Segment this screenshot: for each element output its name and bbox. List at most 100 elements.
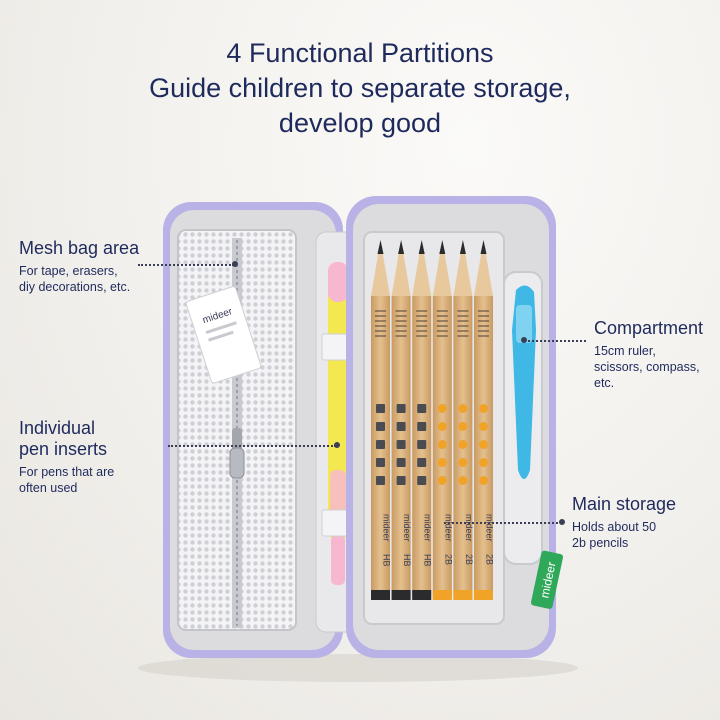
pencil-shape-mark xyxy=(417,476,427,485)
mesh-zipper-pull xyxy=(232,428,242,450)
pencil-shape-mark xyxy=(376,422,385,431)
callout-main-leader xyxy=(444,522,562,524)
pencil-barcode xyxy=(457,320,469,322)
pencil-lead xyxy=(418,240,425,254)
pencil-barcode xyxy=(436,320,448,322)
pencil-lead xyxy=(398,240,405,254)
pencil-barcode xyxy=(416,330,428,332)
pencil-brand: mideer xyxy=(402,514,412,542)
pencil-shape-mark xyxy=(376,476,385,485)
pencil-tip xyxy=(412,240,432,296)
callout-mesh-desc-2: diy decorations, etc. xyxy=(19,280,131,294)
callout-pen-dot xyxy=(334,442,340,448)
pen xyxy=(321,262,355,585)
pencil-barcode xyxy=(478,335,489,337)
pencil-brand: mideer xyxy=(382,514,392,542)
callout-compartment-leader xyxy=(524,340,586,342)
pencil-barcode xyxy=(478,310,489,312)
pencil-shape-mark xyxy=(437,458,447,467)
pencil-shape-mark xyxy=(417,458,427,467)
pencil-barcode xyxy=(375,310,386,312)
pencil-grade: 2B xyxy=(464,554,474,565)
callout-compartment: Compartment 15cm ruler, scissors, compas… xyxy=(594,318,703,391)
pencil-barcode xyxy=(457,335,469,337)
callout-main-title: Main storage xyxy=(572,494,677,514)
pencil-grade: HB xyxy=(402,554,412,567)
headline-line-1: 4 Functional Partitions xyxy=(226,38,494,68)
pencil-grade: HB xyxy=(423,554,433,567)
case-left-half: mideer xyxy=(163,202,357,658)
pencil-shape-mark xyxy=(376,458,385,467)
headline-line-3: develop good xyxy=(278,108,442,138)
pencil-end-cap xyxy=(391,590,411,600)
callout-pen-title-2: pen inserts xyxy=(19,439,108,459)
pencil-shape-mark xyxy=(479,440,488,449)
pencil-shape-mark xyxy=(458,422,468,431)
pencil-tip xyxy=(432,240,452,296)
pencil-tip xyxy=(391,240,411,296)
headline-line-2: Guide children to separate storage, xyxy=(149,73,571,103)
callout-pen-desc-1: For pens that are xyxy=(19,465,115,479)
pencil-tip xyxy=(371,240,390,296)
pencil-barcode xyxy=(375,330,386,332)
callout-compartment-dot xyxy=(521,337,527,343)
pencil-barcode xyxy=(478,320,489,322)
pencil-grade: 2B xyxy=(485,554,495,565)
pencil-barcode xyxy=(416,315,428,317)
pencil-shape-mark xyxy=(396,422,406,431)
pencil-barcode xyxy=(478,325,489,327)
callout-compartment-desc-1: 15cm ruler, xyxy=(594,344,656,358)
callout-pen-leader xyxy=(168,445,336,447)
pencil-barcode xyxy=(436,335,448,337)
pencil-shape-mark xyxy=(458,458,468,467)
pencil-brand: mideer xyxy=(423,514,433,542)
pencil-shape-mark xyxy=(458,404,468,413)
pencil-barcode xyxy=(395,335,407,337)
pencil-lead xyxy=(377,240,384,254)
pencil-barcode xyxy=(457,325,469,327)
pencil-end-cap xyxy=(474,590,493,600)
pencil-barcode xyxy=(436,330,448,332)
pencil-barcode xyxy=(375,320,386,322)
blue-tool xyxy=(512,285,536,479)
brand-tag: mideer xyxy=(530,550,564,609)
callout-pen-desc-2: often used xyxy=(19,481,78,495)
pencil-barcode xyxy=(395,325,407,327)
pencil-shape-mark xyxy=(437,440,447,449)
pencil-shape-mark xyxy=(417,440,427,449)
pencil-grade: HB xyxy=(382,554,392,567)
callout-mesh-leader xyxy=(138,264,234,266)
callout-pen-title-1: Individual xyxy=(19,418,96,438)
callout-main-desc-1: Holds about 50 xyxy=(572,520,657,534)
callout-compartment-desc-3: etc. xyxy=(594,376,615,390)
pencil-brand: mideer xyxy=(485,514,495,542)
pencil-barcode xyxy=(457,330,469,332)
pencil-shape-mark xyxy=(479,458,488,467)
pencil-shape-mark xyxy=(396,458,406,467)
pencil-shape-mark xyxy=(458,440,468,449)
pencil-barcode xyxy=(436,310,448,312)
pencil-end-cap xyxy=(371,590,390,600)
pencil: mideer 2B xyxy=(474,240,495,600)
pencil-lead xyxy=(439,240,446,254)
pencil-shape-mark xyxy=(376,404,385,413)
pencil-barcode xyxy=(375,325,386,327)
pencil-tip xyxy=(474,240,493,296)
pencil-barcode xyxy=(457,310,469,312)
callout-main-desc-2: 2b pencils xyxy=(572,536,629,550)
pencil-barcode xyxy=(478,330,489,332)
callout-mesh-desc-1: For tape, erasers, xyxy=(19,264,118,278)
pencil-end-cap xyxy=(453,590,473,600)
pencil-barcode xyxy=(375,335,386,337)
pencil-shape-mark xyxy=(396,404,406,413)
pencil-barcode xyxy=(375,315,386,317)
eraser-packet: mideer xyxy=(185,286,262,384)
callout-compartment-desc-2: scissors, compass, xyxy=(594,360,700,374)
pencil-barcode xyxy=(395,310,407,312)
pencil-shape-mark xyxy=(376,440,385,449)
